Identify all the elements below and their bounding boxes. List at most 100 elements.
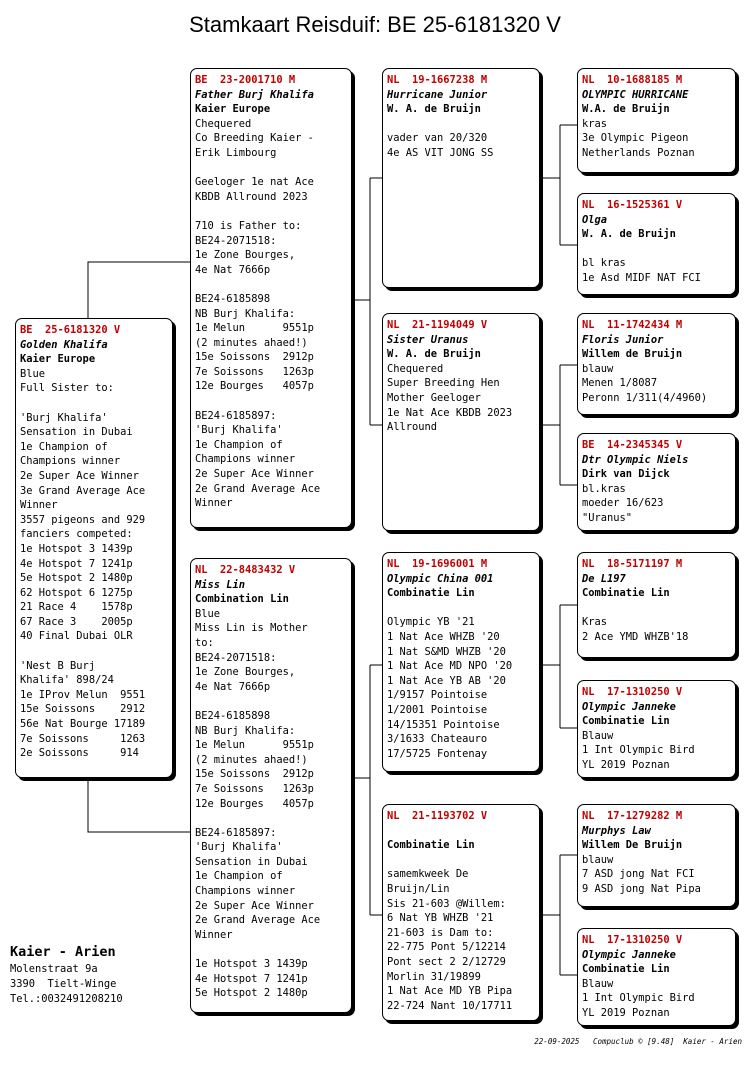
info-line — [387, 853, 536, 868]
info-line: 710 is Father to: — [195, 219, 302, 232]
info-line: Pont sect 2 2/12729 — [387, 955, 506, 968]
info-line: 62 Hotspot 6 1275p — [20, 586, 133, 599]
breeder-name: Combinatie Lin — [582, 587, 670, 600]
owner-address-street: Molenstraat 9a — [10, 963, 98, 975]
info-line: 22-775 Pont 5/12214 — [387, 941, 506, 954]
info-line: BE24-6185897: — [195, 826, 277, 839]
ring-number: NL 18-5171197 M — [582, 558, 683, 570]
info-line: 2e Grand Average Ace — [195, 914, 321, 927]
breeder-name: Combinatie Lin — [387, 587, 475, 600]
pigeon-name: Floris Junior — [582, 333, 664, 346]
info-line: Sensation in Dubai — [20, 426, 133, 439]
info-line: NB Burj Khalifa: — [195, 307, 296, 320]
info-line: blauw — [582, 362, 614, 375]
info-line: Erik Limbourg — [195, 146, 277, 159]
pigeon-card-ffm[interactable]: NL 16-1525361 V Olga W. A. de Bruijn bl … — [577, 193, 736, 295]
info-line: Chequered — [195, 117, 252, 130]
info-line: Mother Geeloger — [387, 391, 481, 404]
info-line: 1e Hotspot 3 1439p — [20, 542, 133, 555]
page-title: Stamkaart Reisduif: BE 25-6181320 V — [189, 12, 561, 37]
ring-number: NL 11-1742434 M — [582, 319, 683, 331]
info-line: fanciers competed: — [20, 528, 133, 541]
info-line: 1 Nat Ace MD YB Pipa — [387, 985, 513, 998]
pigeon-name — [387, 824, 536, 839]
info-line — [195, 942, 348, 957]
info-line: Super Breeding Hen — [387, 377, 500, 390]
pigeon-card-father[interactable]: BE 23-2001710 M Father Burj Khalifa Kaie… — [190, 68, 352, 528]
info-line: Winner — [195, 928, 233, 941]
info-line: 2e Super Ace Winner — [20, 469, 139, 482]
pigeon-card-fff[interactable]: NL 10-1688185 M OLYMPIC HURRICANE W.A. d… — [577, 68, 736, 173]
ring-number: NL 10-1688185 M — [582, 74, 683, 86]
info-line: 1e Champion of — [195, 438, 283, 451]
breeder-name: W. A. de Bruijn — [387, 103, 481, 116]
info-line: Chequered — [387, 362, 444, 375]
info-line: 67 Race 3 2005p — [20, 615, 133, 628]
pigeon-card-fmm[interactable]: BE 14-2345345 V Dtr Olympic Niels Dirk v… — [577, 433, 736, 531]
info-line — [387, 117, 536, 132]
info-line — [387, 601, 536, 616]
info-line: Winner — [20, 499, 58, 512]
info-line: to: — [195, 636, 214, 649]
breeder-name: W. A. de Bruijn — [582, 228, 676, 241]
info-line: 'Burj Khalifa' — [195, 424, 283, 437]
ring-number: NL 17-1310250 V — [582, 686, 683, 698]
info-line: Allround — [387, 421, 438, 434]
ring-number: BE 14-2345345 V — [582, 439, 683, 451]
breeder-name: Willem De Bruijn — [582, 839, 683, 852]
info-line: 12e Bourges 4057p — [195, 797, 314, 810]
pigeon-card-mfm[interactable]: NL 17-1310250 V Olympic Janneke Combinat… — [577, 680, 736, 778]
pigeon-name: Hurricane Junior — [387, 88, 488, 101]
info-line: 7e Soissons 1263p — [195, 365, 314, 378]
pigeon-name: De L197 — [582, 572, 626, 585]
pigeon-name: Miss Lin — [195, 578, 246, 591]
info-line — [582, 601, 732, 616]
info-line — [195, 811, 348, 826]
info-line: Blue — [195, 607, 221, 620]
info-line: 1e Melun 9551p — [195, 739, 314, 752]
info-line: KBDB Allround 2023 — [195, 190, 308, 203]
info-line: 22-724 Nant 10/17711 — [387, 999, 513, 1012]
breeder-name: Willem de Bruijn — [582, 348, 683, 361]
footer-print-info: 22-09-2025 Compuclub © [9.48] Kaier - Ar… — [534, 1037, 742, 1046]
info-line: Miss Lin is Mother — [195, 622, 308, 635]
breeder-name: W. A. de Bruijn — [387, 348, 481, 361]
info-line: Co Breeding Kaier - — [195, 132, 314, 145]
ring-number: NL 22-8483432 V — [195, 564, 296, 576]
info-line: (2 minutes ahaed!) — [195, 336, 308, 349]
pigeon-card-father-father[interactable]: NL 19-1667238 M Hurricane Junior W. A. d… — [382, 68, 540, 288]
ring-number: BE 25-6181320 V — [20, 324, 121, 336]
info-line: Olympic YB '21 — [387, 616, 475, 629]
info-line: 'Burj Khalifa' — [195, 841, 283, 854]
info-line: 7e Soissons 1263 — [20, 732, 146, 745]
info-line: bl kras — [582, 257, 626, 270]
pigeon-card-mff[interactable]: NL 18-5171197 M De L197 Combinatie Lin K… — [577, 552, 736, 658]
breeder-name: Combinatie Lin — [387, 839, 475, 852]
info-line: 4e Hotspot 7 1241p — [20, 557, 133, 570]
info-line: BE24-2071518: — [195, 651, 277, 664]
info-line: 2e Super Ace Winner — [195, 899, 314, 912]
info-line: 1/2001 Pointoise — [387, 703, 488, 716]
pigeon-card-subject[interactable]: BE 25-6181320 V Golden Khalifa Kaier Eur… — [15, 318, 173, 778]
info-line: 1 Nat Ace WHZB '20 — [387, 630, 500, 643]
pigeon-card-mother-mother[interactable]: NL 21-1193702 V Combinatie Lin samemkwee… — [382, 804, 540, 1021]
pigeon-card-mother-father[interactable]: NL 19-1696001 M Olympic China 001 Combin… — [382, 552, 540, 772]
pigeon-card-father-mother[interactable]: NL 21-1194049 V Sister Uranus W. A. de B… — [382, 313, 540, 531]
pigeon-name: Golden Khalifa — [20, 338, 108, 351]
info-line: YL 2019 Poznan — [582, 1006, 670, 1019]
ring-number: NL 21-1193702 V — [387, 810, 488, 822]
pigeon-card-mother[interactable]: NL 22-8483432 V Miss Lin Combination Lin… — [190, 558, 352, 1013]
info-line: 4e Hotspot 7 1241p — [195, 972, 308, 985]
info-line: Khalifa' 898/24 — [20, 674, 114, 687]
info-line: BE24-6185898 — [195, 292, 271, 305]
info-line: 1e Asd MIDF NAT FCI — [582, 271, 701, 284]
info-line: 3557 pigeons and 929 — [20, 513, 146, 526]
info-line — [195, 277, 348, 292]
info-line: 2e Super Ace Winner — [195, 468, 314, 481]
info-line: 3e Olympic Pigeon — [582, 132, 689, 145]
info-line: 1 Int Olympic Bird — [582, 744, 695, 757]
ring-number: BE 23-2001710 M — [195, 74, 296, 86]
pigeon-card-fmf[interactable]: NL 11-1742434 M Floris Junior Willem de … — [577, 313, 736, 415]
pigeon-card-mmm[interactable]: NL 17-1310250 V Olympic Janneke Combinat… — [577, 928, 736, 1026]
pigeon-card-mmf[interactable]: NL 17-1279282 M Murphys Law Willem De Br… — [577, 804, 736, 907]
